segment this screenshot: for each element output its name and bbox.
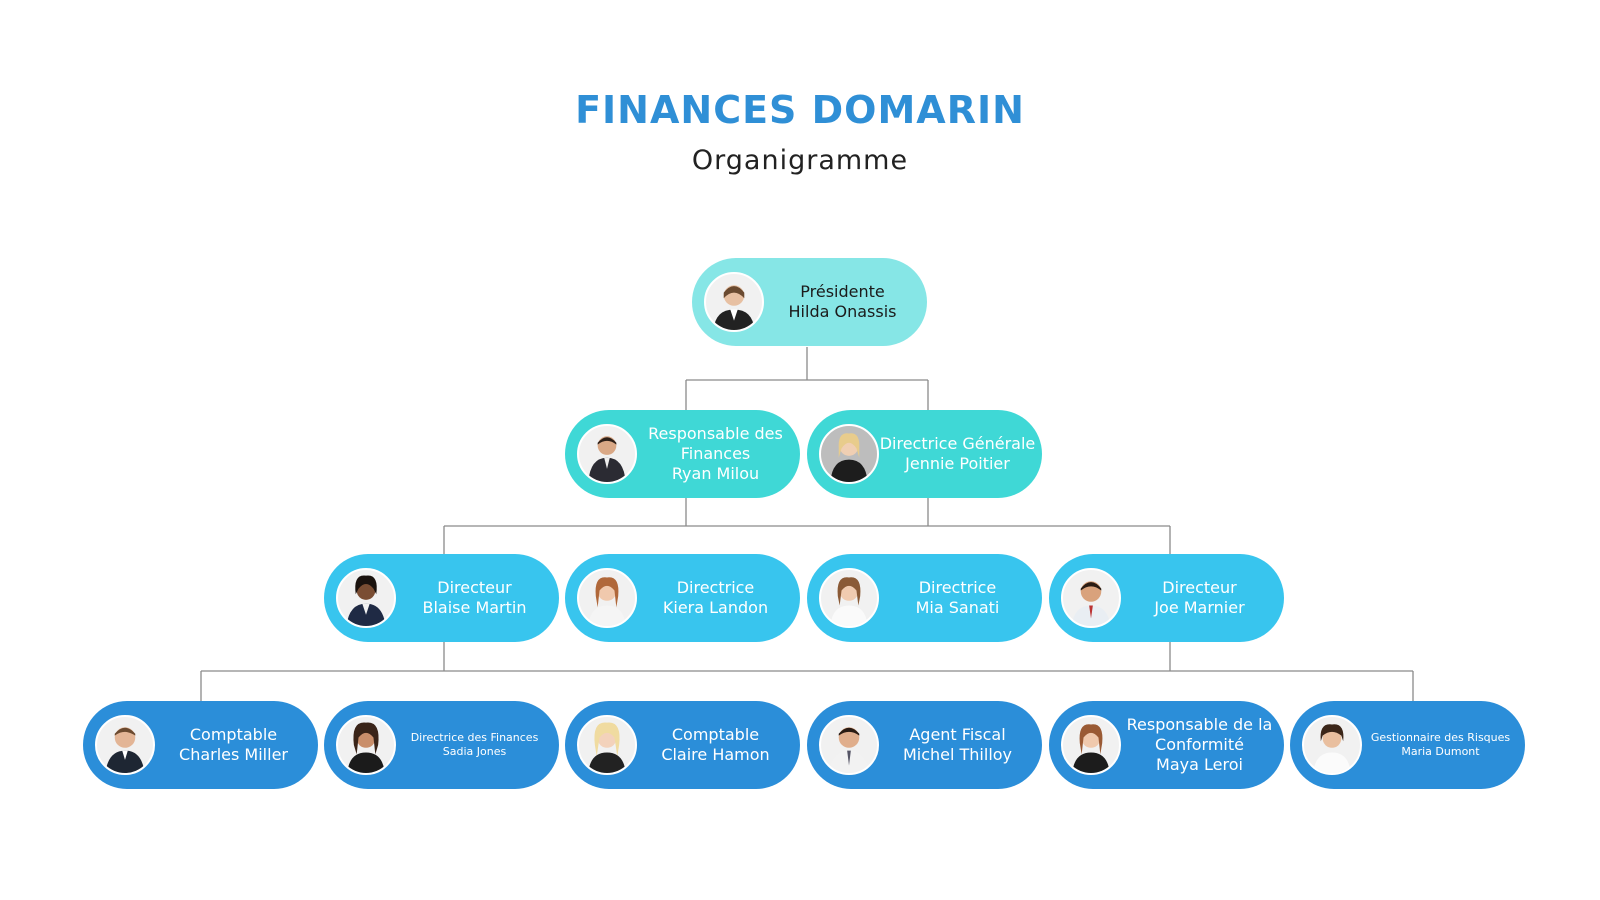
node-role: Responsable des Finances — [648, 424, 783, 463]
node-role: Comptable — [671, 725, 760, 744]
person-photo-icon — [577, 424, 637, 484]
node-role: Agent Fiscal — [909, 725, 1006, 744]
person-photo-icon — [577, 568, 637, 628]
person-photo-icon — [336, 568, 396, 628]
node-role: Comptable — [189, 725, 278, 744]
node-role: Directrice — [918, 578, 997, 597]
node-name: Hilda Onassis — [788, 302, 897, 321]
node-name: Charles Miller — [179, 745, 288, 764]
person-photo-icon — [819, 568, 879, 628]
person-photo-icon — [1302, 715, 1362, 775]
node-name: Ryan Milou — [671, 464, 760, 483]
person-photo-icon — [95, 715, 155, 775]
person-photo-icon — [819, 424, 879, 484]
node-role: Directrice Générale — [879, 434, 1036, 453]
person-photo-icon — [336, 715, 396, 775]
node-name: Maria Dumont — [1401, 745, 1480, 758]
node-name: Blaise Martin — [422, 598, 527, 617]
node-name: Maya Leroi — [1156, 755, 1243, 774]
node-name: Joe Marnier — [1154, 598, 1245, 617]
node-name: Mia Sanati — [915, 598, 1000, 617]
page-title: FINANCES DOMARIN — [575, 88, 1025, 132]
node-name: Michel Thilloy — [902, 745, 1013, 764]
person-photo-icon — [704, 272, 764, 332]
person-photo-icon — [819, 715, 879, 775]
node-role: Directrice — [676, 578, 755, 597]
node-role: Directrice des Finances — [410, 731, 539, 744]
node-name: Claire Hamon — [661, 745, 770, 764]
person-photo-icon — [577, 715, 637, 775]
node-role: Présidente — [800, 282, 885, 301]
page-subtitle: Organigramme — [691, 145, 909, 176]
person-photo-icon — [1061, 568, 1121, 628]
node-role: Directeur — [437, 578, 512, 597]
node-role: Responsable de la Conformité — [1126, 715, 1273, 754]
node-name: Kiera Landon — [662, 598, 769, 617]
node-role: Directeur — [1162, 578, 1237, 597]
node-role: Gestionnaire des Risques — [1370, 731, 1511, 744]
node-name: Sadia Jones — [442, 745, 507, 758]
node-name: Jennie Poitier — [905, 454, 1010, 473]
person-photo-icon — [1061, 715, 1121, 775]
